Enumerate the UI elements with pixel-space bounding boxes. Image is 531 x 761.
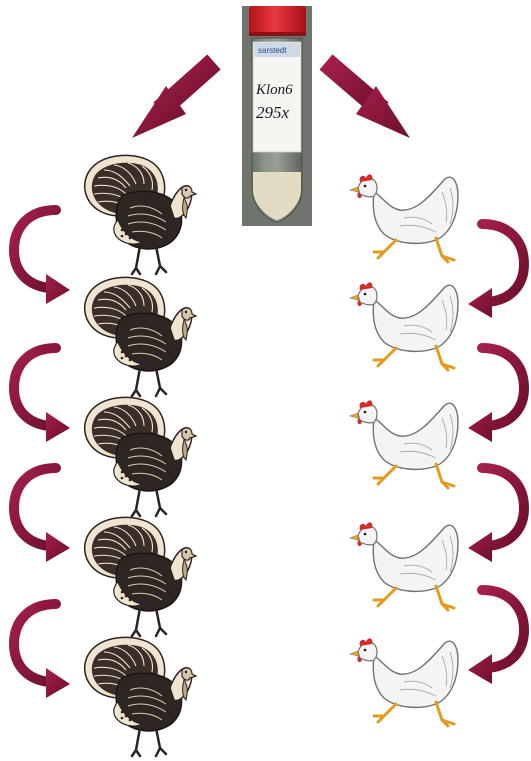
tube-label-line1: Klon6 bbox=[255, 82, 293, 98]
tube-cap bbox=[249, 6, 306, 36]
sample-tube: sarstedt Klon6 295x bbox=[242, 6, 312, 226]
chicken-icon bbox=[350, 174, 458, 262]
curved-arrow bbox=[468, 590, 524, 684]
chicken-icon bbox=[350, 400, 458, 488]
turkey-passage-arrows bbox=[14, 210, 70, 698]
curved-arrow bbox=[468, 224, 524, 318]
turkey-icon bbox=[85, 155, 196, 274]
curved-arrow bbox=[468, 348, 524, 442]
tube-label-line2: 295x bbox=[256, 103, 290, 122]
curved-arrow bbox=[14, 210, 70, 304]
curved-arrow bbox=[14, 348, 70, 442]
turkey-icon bbox=[85, 277, 196, 396]
chicken-icon bbox=[350, 638, 458, 726]
curved-arrow bbox=[14, 468, 70, 562]
arrow-to-chickens bbox=[326, 62, 410, 138]
arrow-to-turkeys bbox=[132, 62, 214, 138]
chicken-column bbox=[350, 174, 458, 726]
turkey-icon bbox=[85, 517, 196, 636]
tube-brand: sarstedt bbox=[258, 46, 287, 55]
chicken-passage-arrows bbox=[468, 224, 524, 684]
curved-arrow bbox=[14, 604, 70, 698]
chicken-icon bbox=[350, 522, 458, 610]
turkey-icon bbox=[85, 637, 196, 756]
turkey-icon bbox=[85, 397, 196, 516]
turkey-column bbox=[85, 155, 196, 756]
curved-arrow bbox=[468, 468, 524, 562]
chicken-icon bbox=[350, 282, 458, 370]
